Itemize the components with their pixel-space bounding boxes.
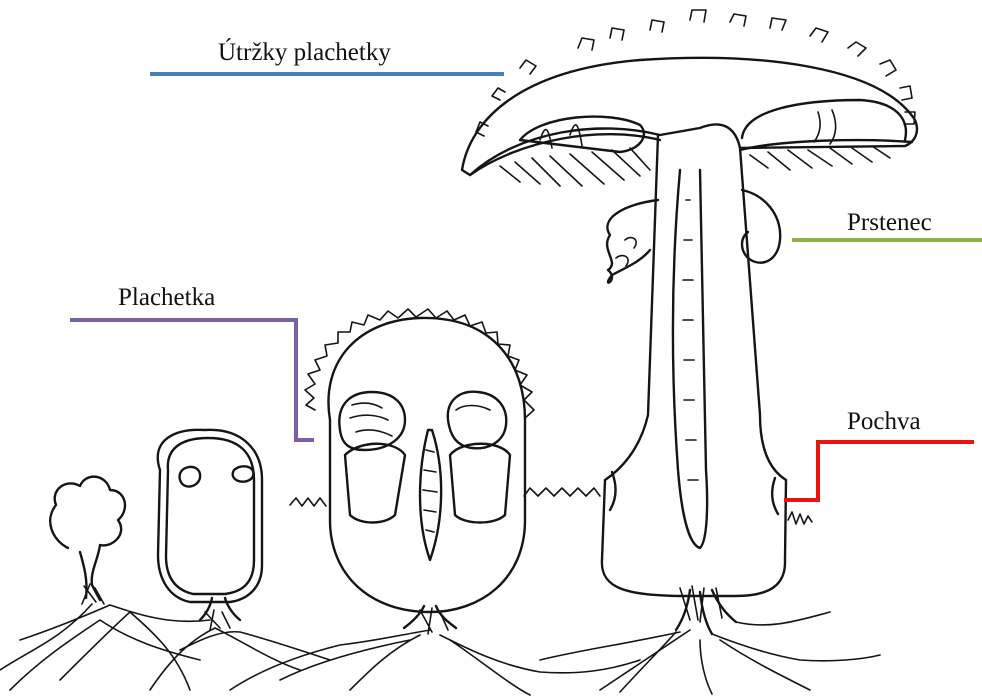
ground-marks — [290, 488, 600, 506]
plachetka-connector-line — [70, 320, 314, 440]
mycelium — [0, 604, 880, 695]
label-prstenec: Prstenec — [847, 209, 932, 236]
label-plachetka: Plachetka — [118, 284, 215, 311]
pochva-connector-line — [784, 442, 974, 500]
stage-2-young-egg — [158, 430, 262, 630]
label-pochva: Pochva — [847, 408, 921, 435]
stage-3-egg-section — [305, 309, 534, 634]
stage-4-mature-mushroom — [462, 10, 917, 634]
label-utrzky-plachetky: Útržky plachetky — [218, 38, 391, 66]
stage-1-primordium — [50, 477, 125, 604]
